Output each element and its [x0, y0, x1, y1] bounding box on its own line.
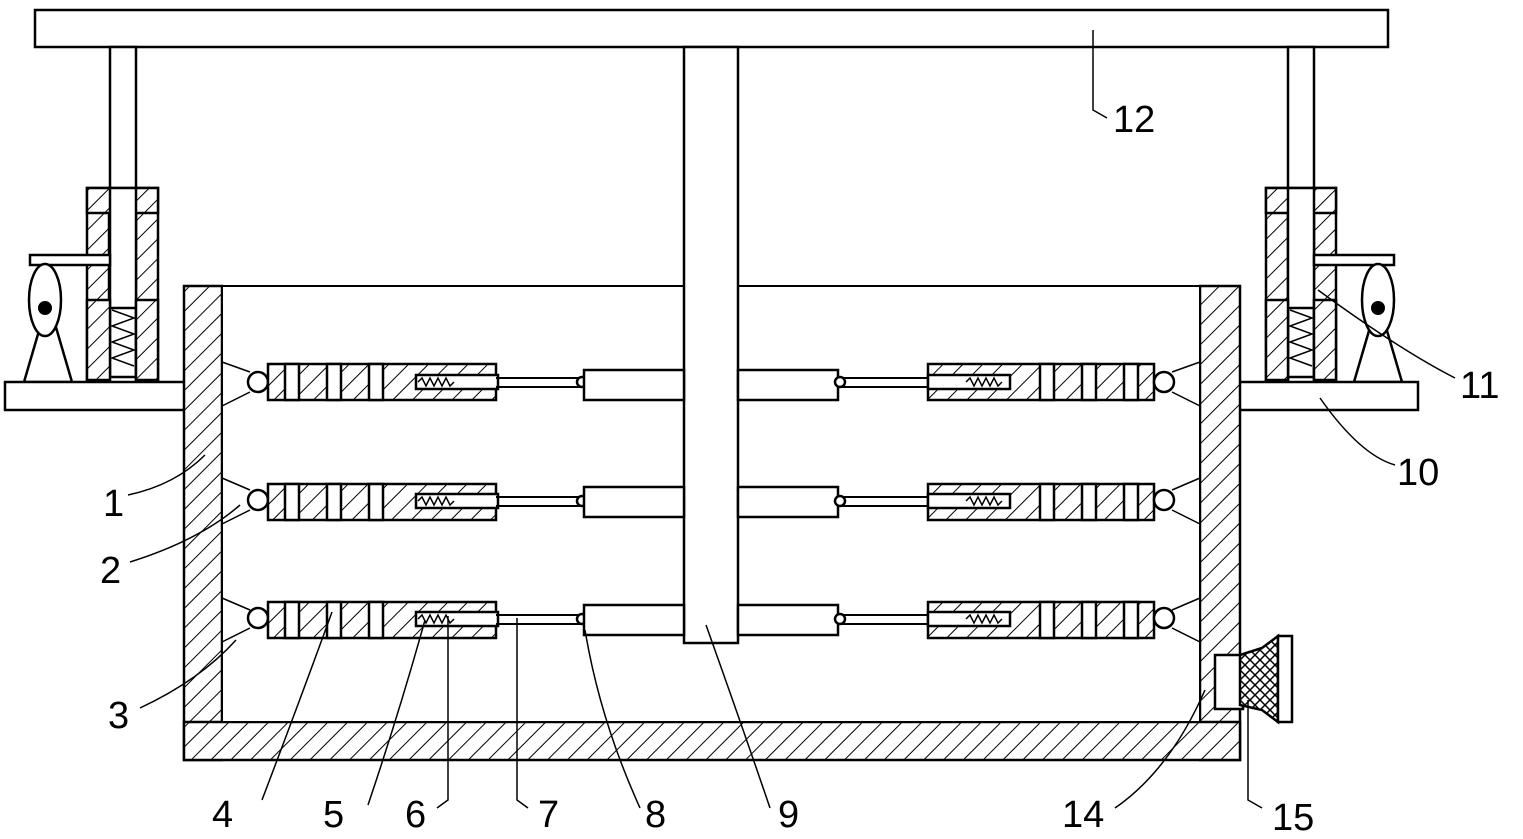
- label-5: 5: [323, 794, 344, 836]
- right-arms: [736, 361, 1201, 643]
- label-7: 7: [538, 794, 559, 836]
- label-9: 9: [778, 794, 799, 836]
- left-side-plate: [3, 380, 187, 412]
- label-1: 1: [103, 483, 124, 525]
- label-12: 12: [1113, 99, 1155, 141]
- left-support: [22, 45, 160, 384]
- left-arms: [221, 361, 686, 643]
- label-4: 4: [212, 794, 233, 836]
- label-15: 15: [1272, 797, 1314, 839]
- label-2: 2: [100, 550, 121, 592]
- label-10: 10: [1397, 452, 1439, 494]
- leader-lines: [127, 30, 1456, 809]
- label-11: 11: [1460, 365, 1499, 407]
- top-plate: [33, 8, 1390, 49]
- drain-pipe: [1213, 653, 1245, 711]
- label-14: 14: [1062, 794, 1104, 836]
- label-3: 3: [108, 695, 129, 737]
- right-support: [1264, 45, 1404, 384]
- right-side-plate: [1236, 380, 1420, 412]
- central-shaft: [682, 45, 740, 645]
- drain-plug: [1238, 633, 1280, 725]
- label-6: 6: [405, 794, 426, 836]
- label-8: 8: [645, 794, 666, 836]
